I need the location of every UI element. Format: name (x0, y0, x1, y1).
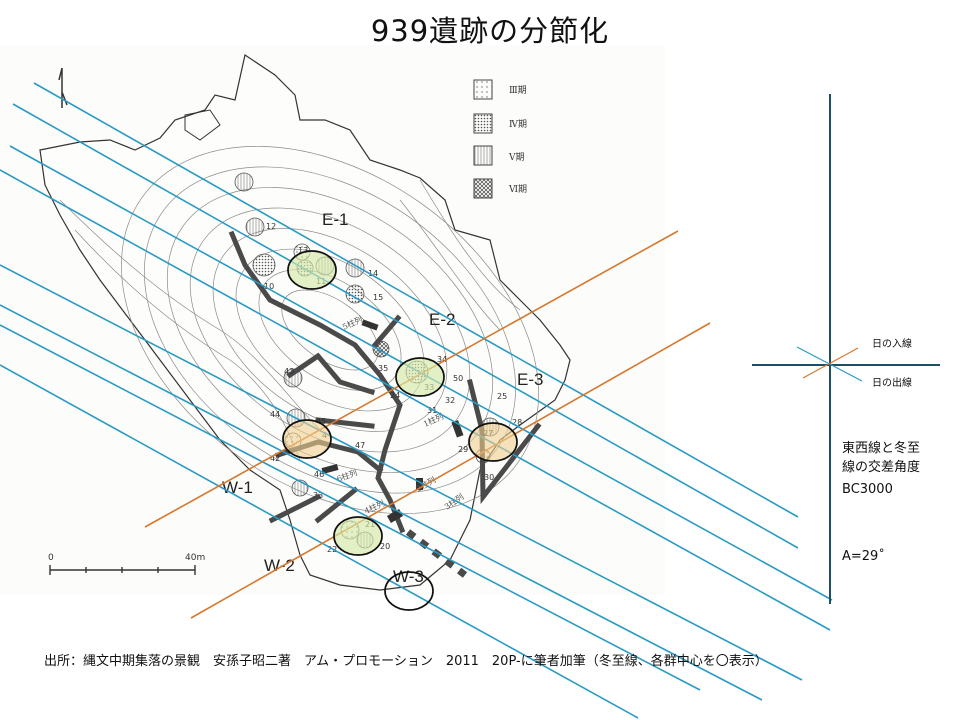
pit-number: 15 (373, 293, 383, 302)
group-centre-e2 (395, 357, 445, 397)
pit-number: 45 (316, 417, 326, 426)
group-centre-e1 (287, 250, 337, 290)
site-map: Ⅲ期 Ⅳ期 Ⅴ期 Ⅵ期 0 40m 12 13 14 15 10 11 34 3… (39, 54, 571, 591)
legend-swatch-3 (473, 79, 493, 100)
group-centre-w3 (384, 571, 434, 611)
site-boundary (39, 54, 571, 591)
sunrise-line-label: 日の出線 (872, 378, 912, 389)
group-label-w2: W-2 (264, 556, 295, 575)
solstice-lines (0, 82, 833, 719)
group-centre-e3 (468, 422, 518, 462)
slide-title: 939遺跡の分節化 (370, 14, 610, 48)
north-arrow-icon (58, 67, 68, 108)
era-label: BC3000 (842, 482, 893, 497)
pit-number: 30 (484, 473, 494, 482)
pit-number: 14 (368, 269, 378, 278)
pit-number: 32 (445, 396, 455, 405)
group-centre-w2 (333, 516, 383, 556)
pit-number: 42 (270, 454, 280, 463)
angle-title-line1: 東西線と冬至 (842, 441, 921, 456)
pit-number: 13 (298, 246, 308, 255)
pit-number: 10 (264, 282, 274, 291)
site-map-figure: Ⅲ期 Ⅳ期 Ⅴ期 Ⅵ期 0 40m 12 13 14 15 10 11 34 3… (0, 45, 665, 595)
group-labels: E-1 E-2 E-3 W-1 W-2 W-3 (222, 210, 543, 586)
group-label-w3: W-3 (393, 567, 424, 586)
angle-value: A=29˚ (842, 549, 885, 564)
legend-label-6: Ⅵ期 (508, 184, 527, 195)
group-centre-markers (282, 250, 518, 611)
pit-number: 44 (270, 410, 280, 419)
pit-number: 43 (284, 367, 294, 376)
legend: Ⅲ期 Ⅳ期 Ⅴ期 Ⅵ期 (473, 79, 527, 199)
pit-number: 20 (380, 542, 390, 551)
legend-label-5: Ⅴ期 (508, 152, 525, 163)
pillar-marks (321, 319, 464, 523)
group-label-e2: E-2 (429, 310, 455, 329)
legend-swatch-4 (473, 113, 493, 134)
source-citation: 出所：縄文中期集落の景観 安孫子昭二著 アム・プロモーション 2011 20P-… (44, 654, 768, 669)
scale-bar: 0 40m (48, 553, 205, 575)
angle-title-line2: 線の交差角度 (842, 460, 921, 475)
sunset-line-label: 日の入線 (872, 339, 912, 350)
pit-number: 35 (378, 364, 388, 373)
legend-label-3: Ⅲ期 (509, 85, 527, 96)
legend-swatch-5 (473, 145, 493, 166)
direction-axes (752, 94, 940, 604)
legend-swatch-6 (473, 178, 493, 199)
pit-number: 46 (314, 470, 324, 479)
scale-end-label: 40m (185, 553, 205, 563)
group-centre-w1 (282, 419, 332, 459)
pit-number: 12 (266, 222, 276, 231)
pit-number: 47 (355, 441, 365, 450)
group-label-e1: E-1 (322, 210, 348, 229)
pit-number: 24 (390, 391, 400, 400)
group-label-e3: E-3 (517, 370, 543, 389)
pit-number: 29 (458, 445, 468, 454)
pit-number: 50 (453, 374, 463, 383)
scale-start-label: 0 (48, 553, 54, 563)
pit-number: 25 (497, 392, 507, 401)
pit-number: 33 (313, 491, 323, 500)
pit-number: 28 (512, 418, 522, 427)
legend-label-4: Ⅳ期 (509, 119, 527, 130)
pit-number: 31 (427, 406, 437, 415)
pit-number: 34 (437, 355, 447, 364)
